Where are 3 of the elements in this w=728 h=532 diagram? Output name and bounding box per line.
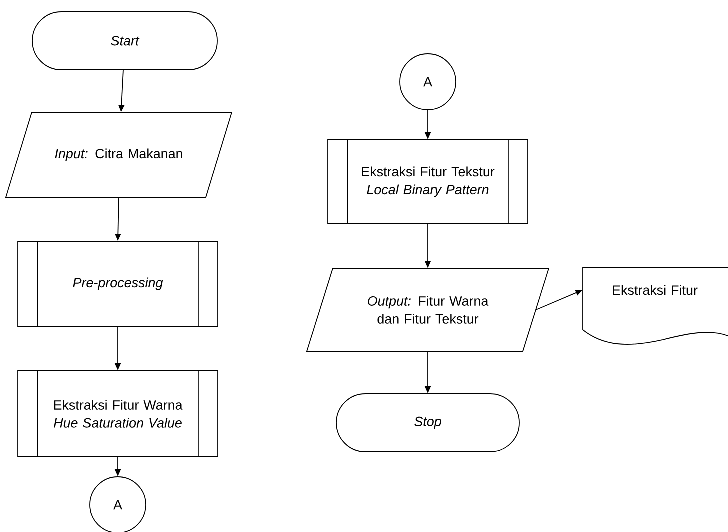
predefined-process-box: Ekstraksi Fitur Tekstur Local Binary Pattern xyxy=(328,139,528,225)
predefined-process-box: Pre-processing xyxy=(18,240,218,328)
predefined-process-box: Ekstraksi Fitur Warna Hue Saturation Value xyxy=(18,370,218,458)
